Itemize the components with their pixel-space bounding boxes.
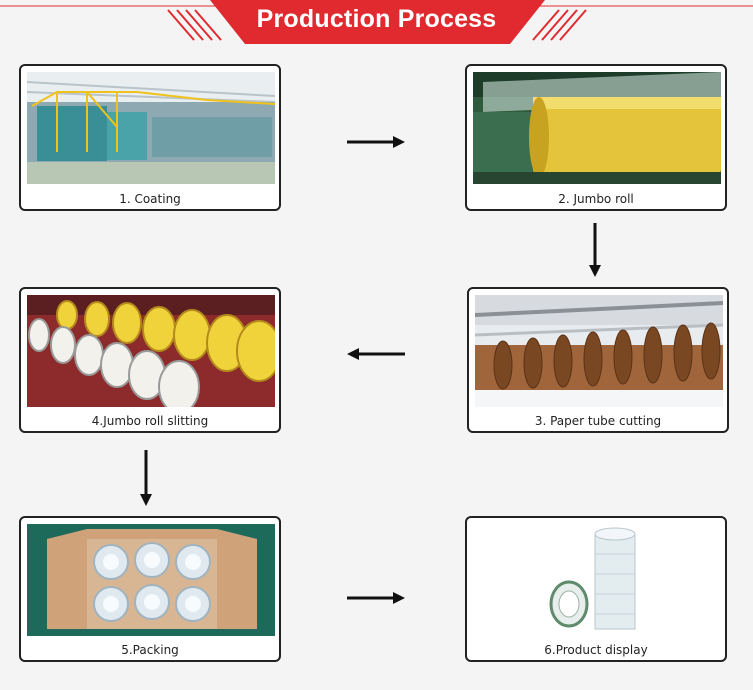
step-card-paper-tube-cutting: 3. Paper tube cutting xyxy=(467,287,729,433)
page-title: Production Process xyxy=(256,5,497,33)
jumbo-roll-photo xyxy=(473,72,721,184)
arrow-right-icon xyxy=(347,136,405,148)
product-display-photo xyxy=(473,524,721,636)
arrow-down-icon xyxy=(140,450,152,506)
banner-graphic xyxy=(0,0,753,44)
step-card-jumbo-roll: 2. Jumbo roll xyxy=(465,64,727,211)
step-label: 2. Jumbo roll xyxy=(558,192,634,206)
step-label: 3. Paper tube cutting xyxy=(534,414,662,428)
header-banner: Production Process xyxy=(0,0,753,46)
step-card-packing: 5.Packing xyxy=(19,516,281,662)
step-label: 6.Product display xyxy=(544,643,648,657)
arrow-left-icon xyxy=(347,348,405,360)
arrow-right-icon xyxy=(347,592,405,604)
step-label: 4.Jumbo roll slitting xyxy=(91,414,209,428)
coating-line-photo xyxy=(27,72,275,184)
slitting-photo xyxy=(27,295,275,407)
packing-photo xyxy=(27,524,275,636)
step-card-jumbo-roll-slitting: 4.Jumbo roll slitting xyxy=(19,287,281,433)
step-card-product-display: 6.Product display xyxy=(465,516,727,662)
step-label: 5.Packing xyxy=(121,643,179,657)
arrow-down-icon xyxy=(589,223,601,277)
step-label: 1. Coating xyxy=(119,192,181,206)
step-card-coating: 1. Coating xyxy=(19,64,281,211)
paper-tube-photo xyxy=(475,295,723,407)
